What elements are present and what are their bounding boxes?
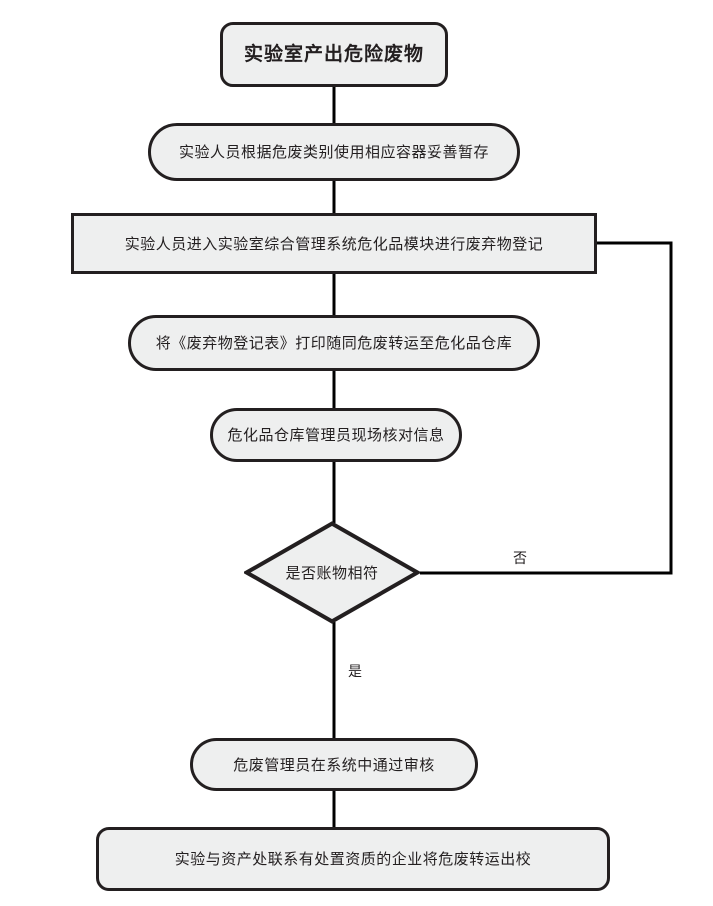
node-start-label: 实验室产出危险废物 — [243, 43, 424, 66]
node-register-in-system-label: 实验人员进入实验室综合管理系统危化品模块进行废弃物登记 — [124, 234, 544, 253]
edge-decision-no-loopback — [420, 241, 673, 575]
node-print-form[interactable]: 将《废弃物登记表》打印随同危废转运至危化品仓库 — [128, 315, 540, 371]
edge-label-yes: 是 — [348, 664, 362, 680]
node-manager-approve[interactable]: 危废管理员在系统中通过审核 — [190, 738, 478, 791]
node-warehouse-verify-label: 危化品仓库管理员现场核对信息 — [227, 426, 445, 444]
node-warehouse-verify[interactable]: 危化品仓库管理员现场核对信息 — [210, 408, 462, 462]
node-store-waste[interactable]: 实验人员根据危废类别使用相应容器妥善暂存 — [148, 123, 520, 181]
node-transfer-out[interactable]: 实验与资产处联系有处置资质的企业将危废转运出校 — [96, 827, 610, 891]
node-print-form-label: 将《废弃物登记表》打印随同危废转运至危化品仓库 — [155, 334, 513, 352]
node-decision-match-label: 是否账物相符 — [285, 564, 379, 582]
edge-label-no: 否 — [513, 551, 527, 567]
diamond-shape — [244, 521, 420, 624]
node-manager-approve-label: 危废管理员在系统中通过审核 — [233, 755, 435, 774]
node-register-in-system[interactable]: 实验人员进入实验室综合管理系统危化品模块进行废弃物登记 — [71, 213, 597, 274]
node-start[interactable]: 实验室产出危险废物 — [220, 22, 448, 87]
node-transfer-out-label: 实验与资产处联系有处置资质的企业将危废转运出校 — [174, 850, 532, 868]
node-decision-match[interactable]: 是否账物相符 — [244, 521, 420, 624]
node-store-waste-label: 实验人员根据危废类别使用相应容器妥善暂存 — [178, 143, 489, 161]
